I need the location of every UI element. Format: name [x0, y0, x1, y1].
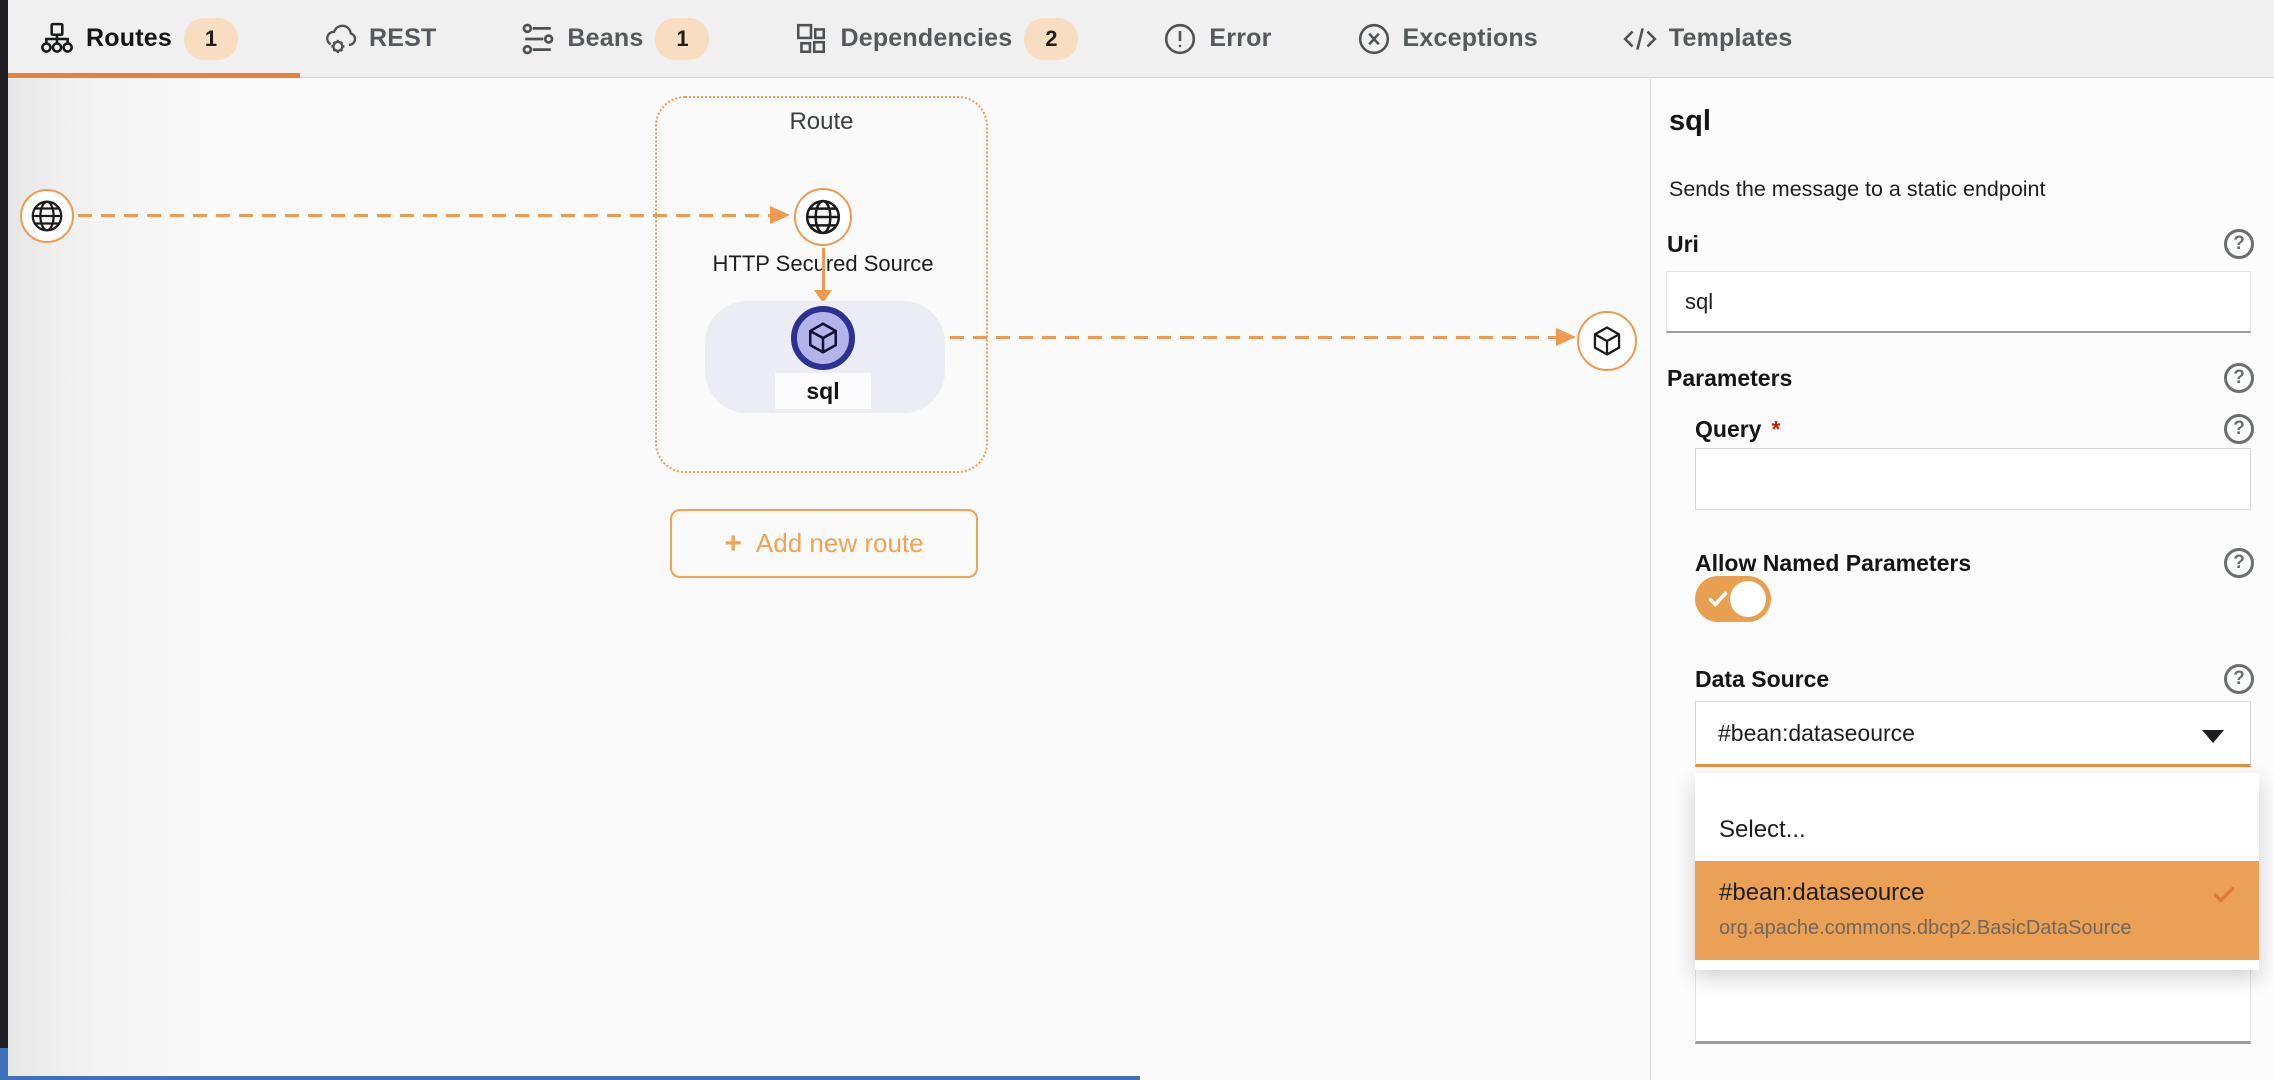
route-group-container[interactable]: Route — [655, 96, 988, 473]
tab-dependencies-badge: 2 — [1024, 17, 1079, 60]
tab-beans-label: Beans — [567, 24, 644, 52]
parameters-section-row: Parameters ? — [1667, 363, 2254, 393]
step-config-panel: sql Sends the message to a static endpoi… — [1650, 79, 2274, 1080]
routes-topology-icon — [40, 22, 74, 56]
tab-dependencies[interactable]: Dependencies 2 — [794, 0, 1079, 77]
uri-field-row: Uri ? — [1667, 229, 2254, 259]
parameters-label: Parameters — [1667, 364, 1793, 391]
editor-tabbar: Routes 1 REST Beans 1 — [8, 0, 2274, 78]
data-source-selected-value: #bean:dataseource — [1718, 719, 1915, 746]
tab-exceptions[interactable]: Exceptions — [1357, 0, 1538, 77]
tab-routes[interactable]: Routes 1 — [40, 0, 238, 77]
error-exclamation-icon — [1163, 22, 1197, 56]
incoming-edge-dashed-line — [78, 214, 770, 217]
outgoing-edge-arrowhead — [1556, 328, 1576, 346]
allow-named-parameters-row: Allow Named Parameters ? — [1695, 548, 2254, 578]
query-field-row: Query * ? — [1695, 414, 2254, 444]
add-new-route-label: Add new route — [755, 528, 924, 558]
sql-step-label: sql — [806, 377, 840, 404]
outgoing-edge-dashed-line — [858, 336, 1556, 339]
rest-cloud-gear-icon — [323, 22, 357, 56]
incoming-edge-arrowhead — [770, 206, 790, 224]
required-asterisk: * — [1771, 415, 1781, 442]
allow-named-parameters-toggle[interactable] — [1695, 576, 1771, 622]
window-left-edge — [0, 0, 8, 1080]
tab-beans-badge: 1 — [655, 17, 710, 60]
tab-templates-label: Templates — [1668, 24, 1793, 52]
allow-named-parameters-help-icon[interactable]: ? — [2224, 548, 2254, 578]
dependencies-module-icon — [794, 22, 828, 56]
tab-error[interactable]: Error — [1163, 0, 1271, 77]
tab-rest-label: REST — [368, 24, 437, 52]
tab-routes-badge: 1 — [183, 17, 238, 60]
uri-help-icon[interactable]: ? — [2224, 229, 2254, 259]
dropdown-option-title: #bean:dataseource — [1719, 879, 1925, 906]
toggle-check-icon — [1707, 588, 1729, 610]
sql-step-node[interactable] — [791, 306, 855, 370]
source-to-step-arrowhead — [814, 290, 832, 303]
data-source-row: Data Source ? — [1695, 664, 2254, 694]
sql-step-label-chip: sql — [775, 373, 871, 409]
templates-code-icon — [1623, 22, 1657, 56]
parameters-help-icon[interactable]: ? — [2224, 363, 2254, 393]
uri-label: Uri — [1667, 230, 1699, 257]
tab-beans[interactable]: Beans 1 — [521, 0, 710, 77]
tab-exceptions-label: Exceptions — [1402, 24, 1538, 52]
data-source-select[interactable]: #bean:dataseource — [1695, 701, 2251, 767]
chevron-down-icon — [2202, 730, 2224, 743]
outgoing-endpoint-node[interactable] — [1577, 311, 1637, 371]
panel-title: sql — [1669, 105, 1711, 137]
query-help-icon[interactable]: ? — [2224, 414, 2254, 444]
query-textarea[interactable] — [1695, 448, 2251, 510]
route-group-label: Route — [789, 108, 854, 135]
data-source-label: Data Source — [1695, 665, 1830, 692]
active-tab-underline — [8, 73, 300, 78]
panel-description: Sends the message to a static endpoint — [1669, 177, 2046, 201]
uri-input[interactable] — [1666, 271, 2251, 333]
exceptions-x-circle-icon — [1357, 22, 1391, 56]
beans-sliders-icon — [521, 22, 555, 56]
window-left-edge-status-corner — [0, 1048, 8, 1080]
plus-icon: + — [724, 526, 742, 560]
route-canvas[interactable]: Route HTTP Secured Source sql — [8, 79, 1650, 1080]
toggle-knob — [1730, 581, 1766, 617]
dropdown-option-select[interactable]: Select... — [1719, 816, 1806, 843]
source-to-step-connector — [822, 248, 825, 292]
add-new-route-button[interactable]: + Add new route — [670, 509, 978, 578]
selected-check-icon — [2211, 881, 2237, 907]
data-source-help-icon[interactable]: ? — [2224, 664, 2254, 694]
allow-named-parameters-label: Allow Named Parameters — [1695, 549, 1972, 576]
external-source-node[interactable] — [20, 189, 74, 243]
tab-dependencies-label: Dependencies — [840, 24, 1013, 52]
tab-templates[interactable]: Templates — [1623, 0, 1793, 77]
tab-routes-label: Routes — [86, 24, 172, 52]
status-bar-edge — [0, 1076, 1140, 1080]
data-source-dropdown-menu: Select... #bean:dataseource org.apache.c… — [1695, 773, 2259, 970]
dropdown-option-classname: org.apache.commons.dbcp2.BasicDataSource — [1719, 917, 2132, 939]
dropdown-menu-footer — [1695, 960, 2259, 970]
tab-rest[interactable]: REST — [323, 0, 436, 77]
tab-error-label: Error — [1209, 24, 1272, 52]
http-secured-source-node[interactable] — [794, 188, 852, 246]
query-label: Query * — [1695, 415, 1781, 442]
dropdown-option-bean-datasource[interactable]: #bean:dataseource org.apache.commons.dbc… — [1695, 861, 2259, 960]
